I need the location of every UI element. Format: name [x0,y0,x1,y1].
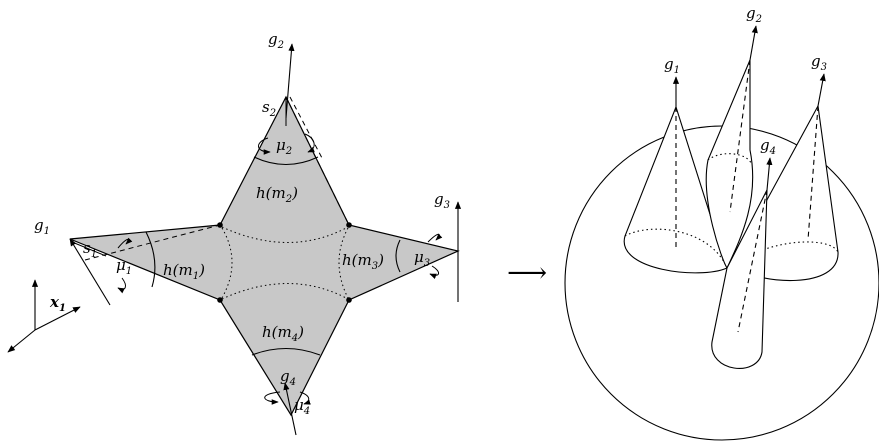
mu3-label: μ3 [414,248,430,269]
mu2-label: μ2 [276,136,292,157]
dotted-arcs [221,226,349,300]
right-g3-label: g3 [811,52,827,73]
mu1-label: μ1 [116,256,132,277]
h-m3-label: h(m3) [342,251,384,272]
s1-label: s1 [83,239,97,260]
left-g3-label: g3 [434,190,450,211]
cone-g4 [711,157,773,369]
frame-axes [7,279,81,353]
mu-loops [117,133,443,405]
h-m1-label: h(m1) [163,261,205,282]
left-g2-label: g2 [268,30,284,51]
generator-arrows [69,43,462,436]
h-m2-label: h(m2) [256,184,298,205]
mu4-label: μ4 [294,396,310,417]
maps-to-arrow: ⟶ [507,256,547,289]
right-g2-label: g2 [746,4,762,25]
cone-g1 [623,76,728,274]
right-g1-label: g1 [664,55,680,76]
left-figure: g1 g2 g3 g4 s1 s2 μ1 μ2 μ3 μ4 h(m1) h(m2… [7,30,462,436]
left-g4-label: g4 [280,367,296,388]
x1-label: x1 [49,293,66,314]
s-lines [71,97,287,257]
right-g4-label: g4 [760,136,776,157]
vertices [217,222,352,303]
h-m4-label: h(m4) [262,323,304,344]
dashed-edges [84,96,350,261]
fundamental-domain [69,95,460,417]
right-figure [564,25,879,441]
left-g1-label: g1 [34,216,50,237]
solid-arcs [145,156,401,356]
s2-label: s2 [262,98,276,119]
